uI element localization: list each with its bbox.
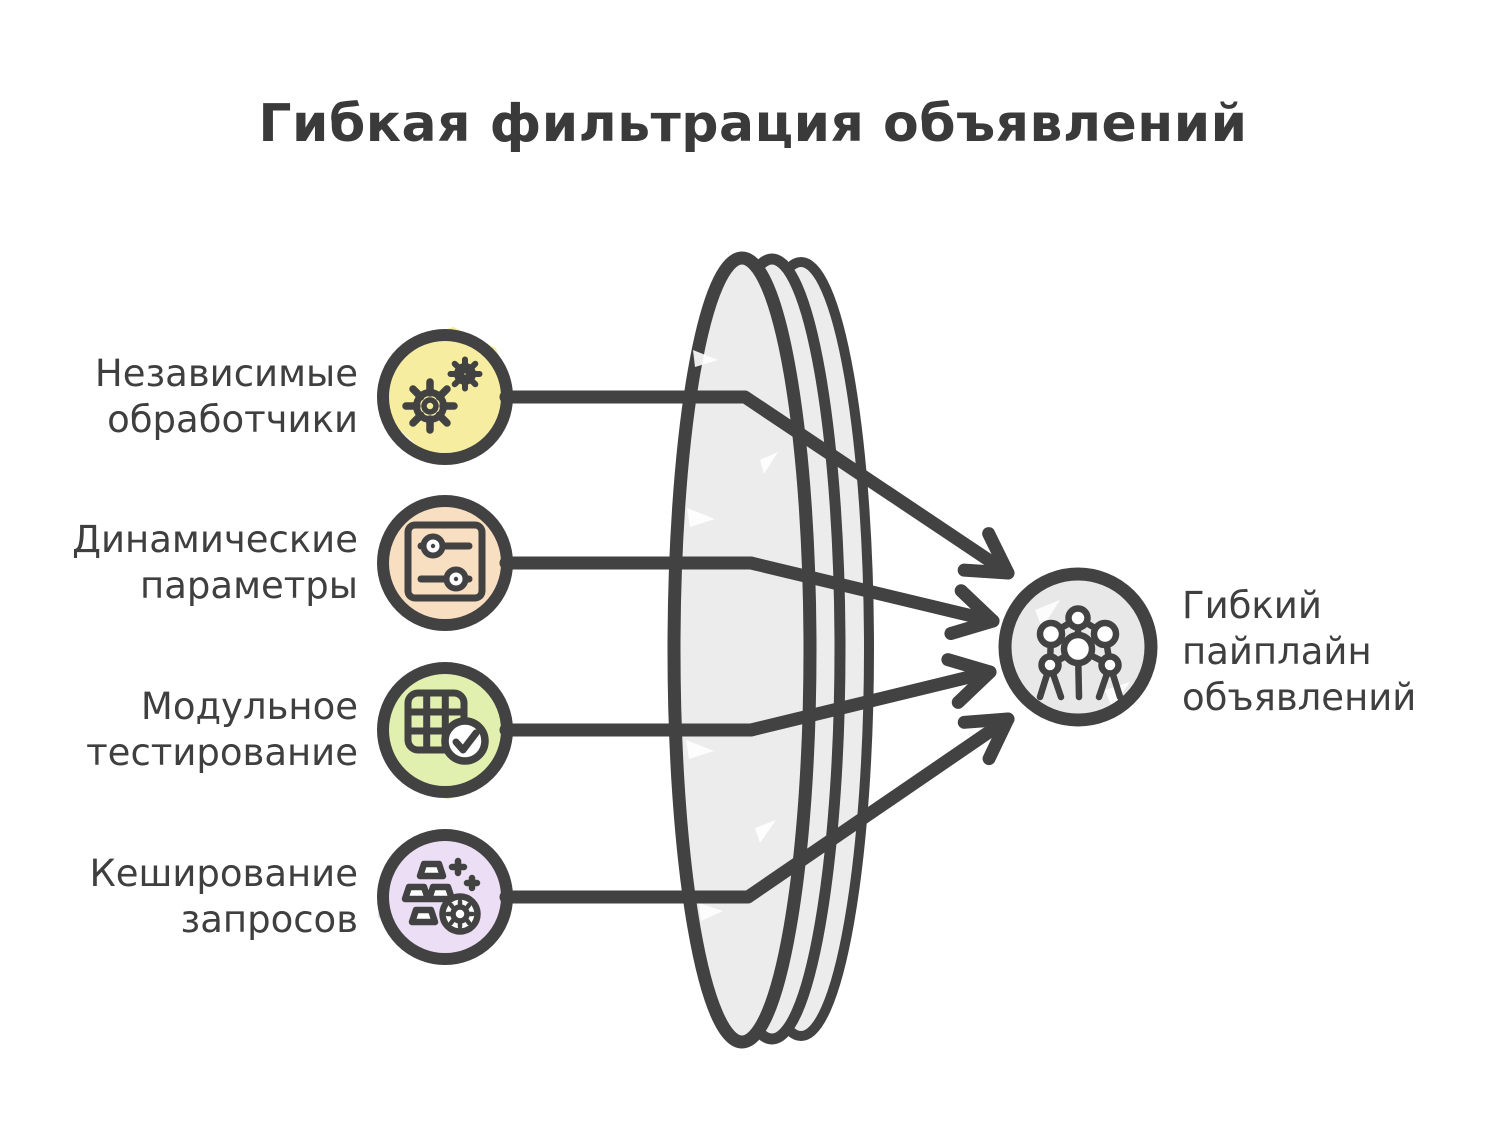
node-pipeline [998,567,1158,727]
gears-icon [402,378,458,434]
filter-lens [667,251,874,1049]
ray-independent-handlers [499,390,1015,580]
node-dynamic-params [377,495,513,631]
network-icon [1036,605,1124,701]
node-circle [998,567,1158,727]
label-pipeline: Гибкий пайплайн объявлений [1182,584,1417,719]
rays [499,390,1015,904]
ingots-coin-icon [401,857,481,935]
label-independent-handlers: Независимые обработчики [94,352,358,441]
node-independent-handlers [377,329,513,465]
label-dynamic-params: Динамические параметры [72,518,358,607]
label-unit-testing: Модульное тестирование [86,685,358,774]
node-query-caching [377,829,513,965]
ray-query-caching [499,712,1015,904]
node-circle [377,329,513,465]
node-circle [377,495,513,631]
lens-front-face [667,251,817,1049]
page-title: Гибкая фильтрация объявлений [258,94,1248,154]
sliders-icon [404,521,486,602]
lens-sparkles [686,350,778,921]
small-gear-icon [447,356,483,392]
label-query-caching: Кеширование запросов [89,852,358,941]
ray-unit-testing [499,653,997,737]
ray-dynamic-params [499,556,1000,641]
node-unit-testing [377,662,513,798]
table-check-icon [404,689,489,765]
node-circle [377,662,513,798]
node-circle [377,829,513,965]
